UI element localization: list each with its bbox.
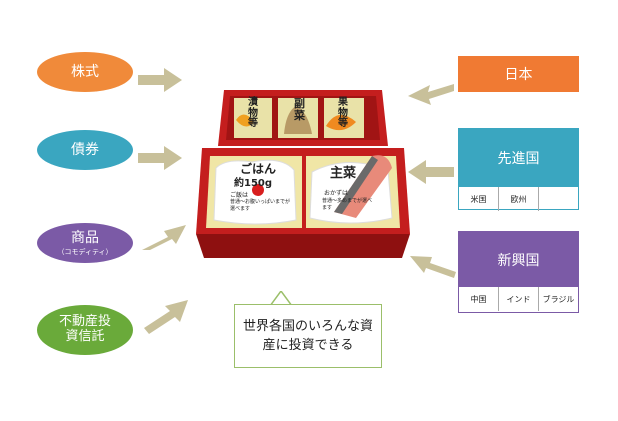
bento-main-note: 普通～多めまでが選べます xyxy=(322,198,373,211)
bento-main-title: 主菜 xyxy=(330,166,357,181)
asset-reit-label: 不動産投資信託 xyxy=(58,314,111,344)
region-emerging: 新興国 中国 インド ブラジル xyxy=(458,231,579,313)
callout-text: 世界各国のいろんな資産に投資できる xyxy=(243,318,374,354)
region-emerging-label: 新興国 xyxy=(459,232,578,287)
region-cell-india: インド xyxy=(499,287,539,311)
bento-rice-weight: 約150g xyxy=(234,178,273,189)
region-cell-china: 中国 xyxy=(459,287,499,311)
region-cell-europe: 欧州 xyxy=(499,187,539,211)
asset-stocks: 株式 xyxy=(37,52,133,92)
bento-pickles-label: 漬物等 xyxy=(248,97,258,129)
bento-rice-title: ごはん xyxy=(240,162,277,176)
region-cell-brazil: ブラジル xyxy=(542,294,575,304)
bento-rice-note-title: ご飯は xyxy=(230,192,249,199)
region-cell-empty xyxy=(539,187,578,211)
arrow-japan xyxy=(408,84,454,105)
arrow-commodities xyxy=(142,225,186,250)
region-cell-us: 米国 xyxy=(459,187,499,211)
asset-bonds-label: 債券 xyxy=(71,141,99,158)
callout-box: 世界各国のいろんな資産に投資できる xyxy=(234,304,382,368)
asset-stocks-label: 株式 xyxy=(71,63,99,80)
bento-side-dish-label: 副菜 xyxy=(294,97,305,123)
asset-commodities-label: 商品 xyxy=(71,230,99,247)
arrow-reit xyxy=(144,300,188,334)
arrow-emerging xyxy=(410,256,456,278)
region-japan: 日本 xyxy=(458,56,579,92)
asset-commodities: 商品 （コモディティ） xyxy=(37,223,133,263)
arrow-developed xyxy=(408,160,454,184)
region-developed-label: 先進国 xyxy=(459,129,578,187)
arrow-bonds xyxy=(138,146,182,170)
asset-reit: 不動産投資信託 xyxy=(37,305,133,355)
arrow-stocks xyxy=(138,68,182,92)
region-japan-label: 日本 xyxy=(504,67,533,83)
bento-main-note-title: おかずは xyxy=(324,190,349,197)
asset-bonds: 債券 xyxy=(37,130,133,170)
bento-box-illustration xyxy=(196,90,410,258)
region-developed: 先進国 米国 欧州 xyxy=(458,128,579,211)
bento-rice-note: 普通～お腹いっぱいまでが選べます xyxy=(230,199,291,212)
bento-fruit-label: 果物等 xyxy=(338,97,348,129)
asset-commodities-sublabel: （コモディティ） xyxy=(57,247,113,256)
